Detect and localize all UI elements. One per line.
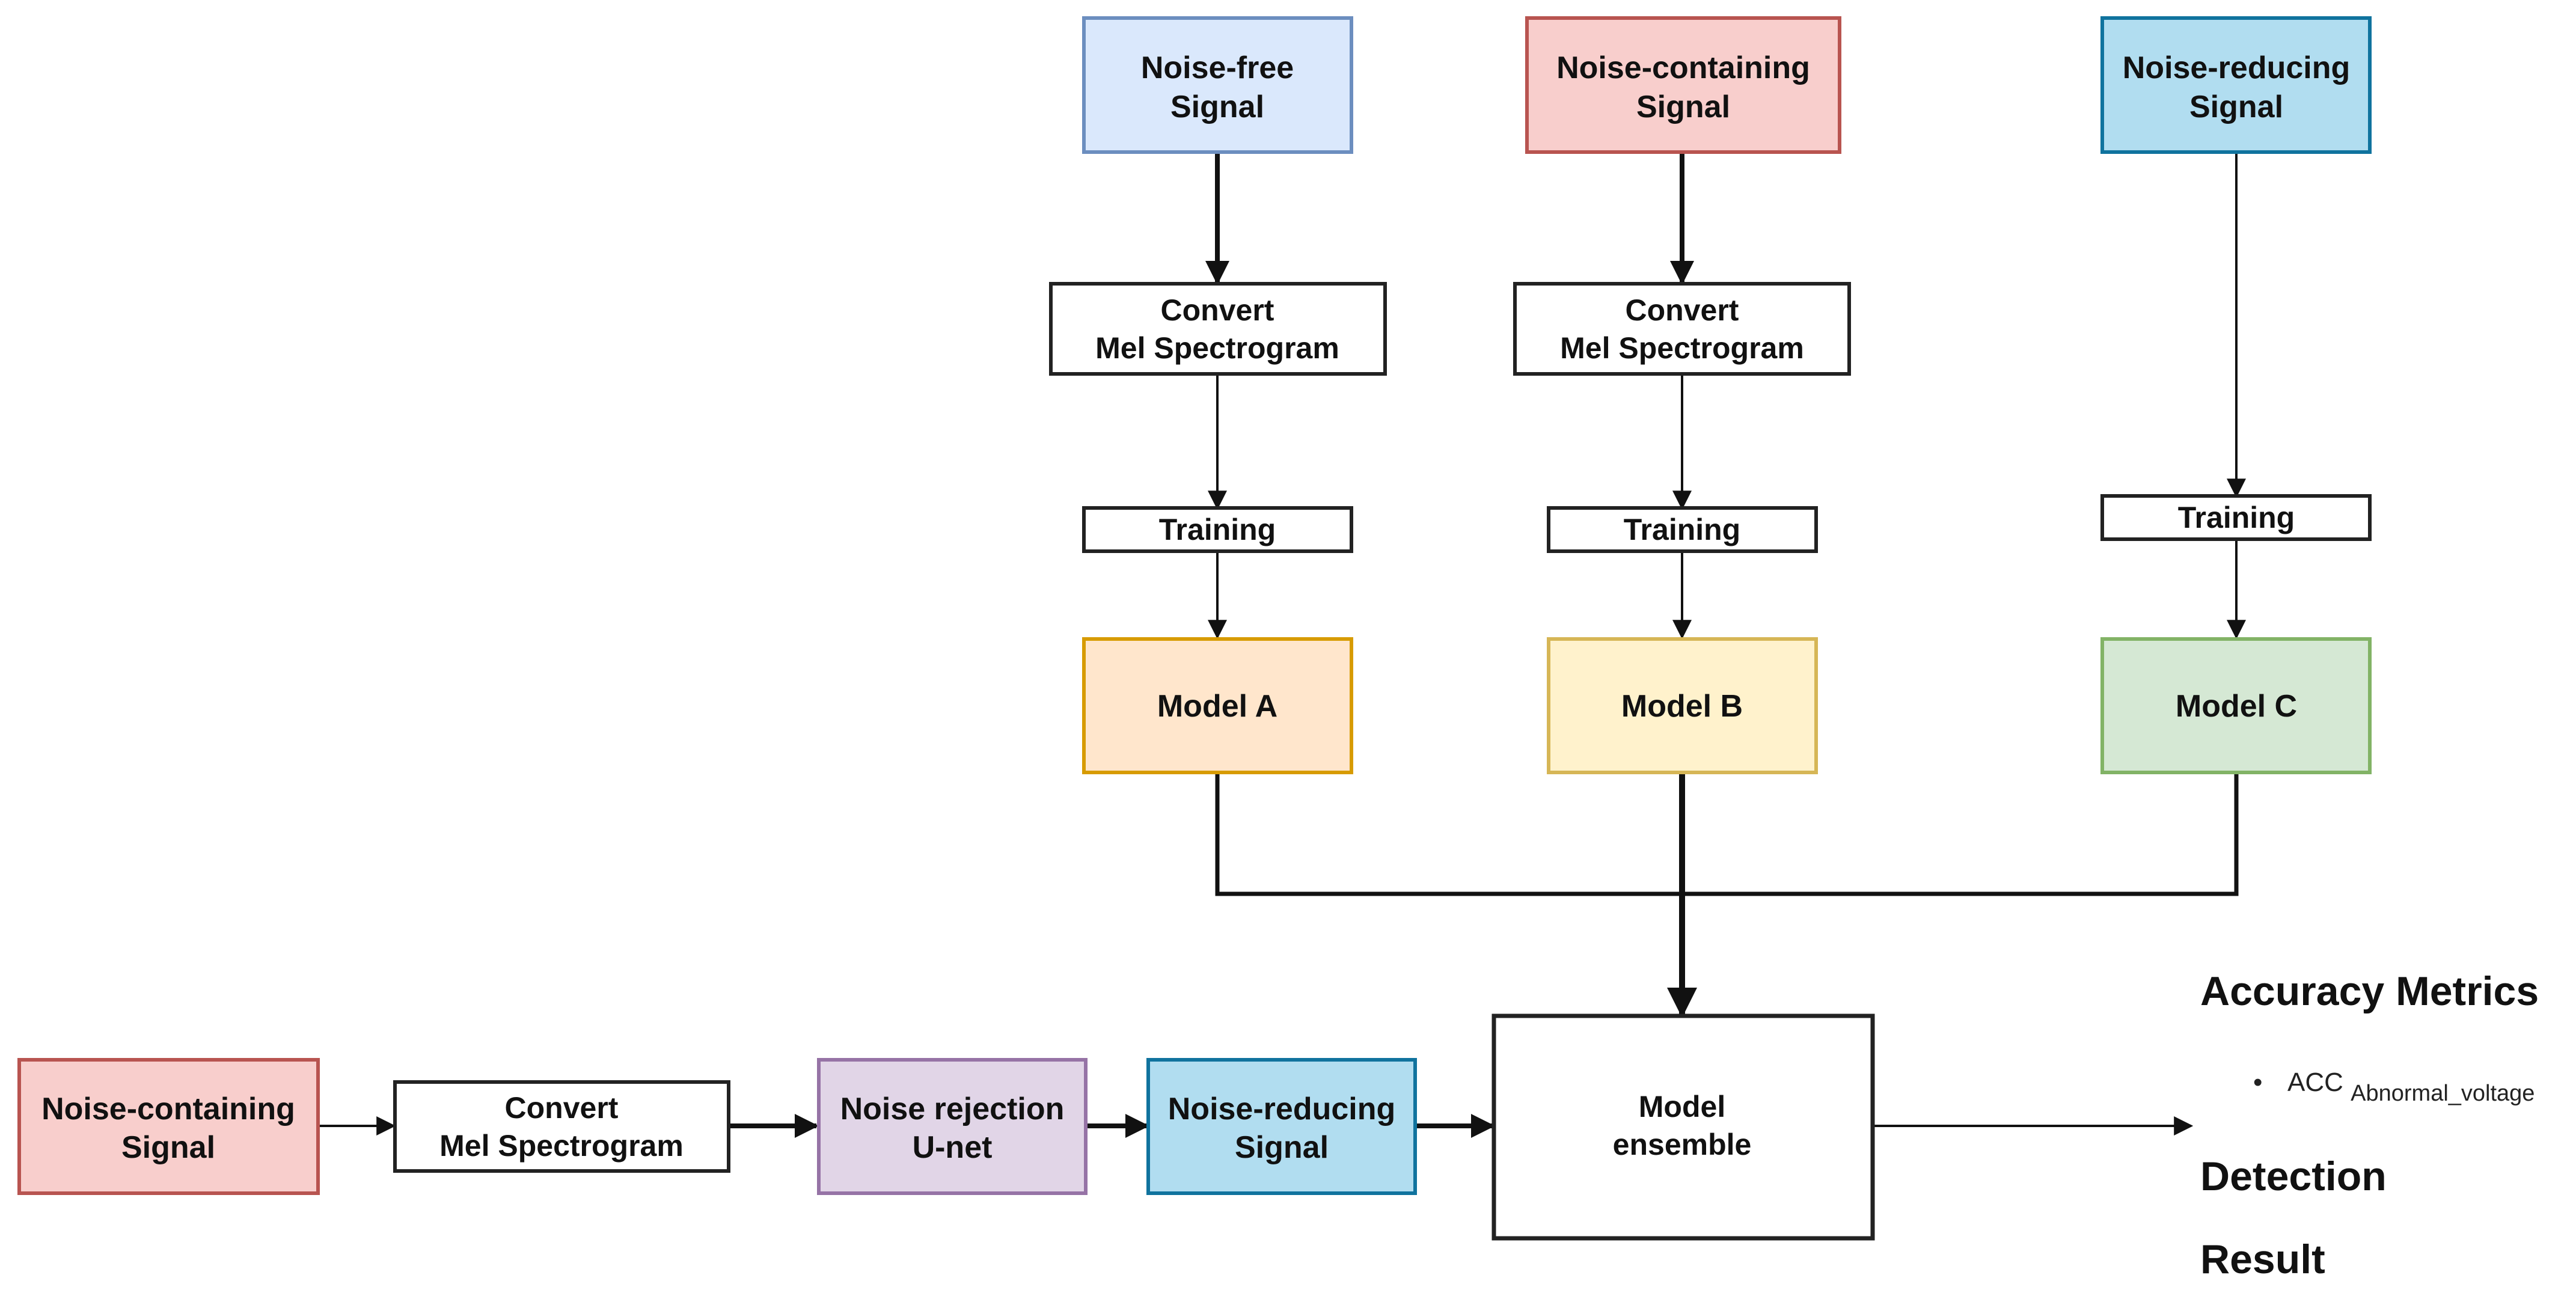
training-a-label: Training [1159,513,1276,546]
model-ensemble-label-1: Model [1639,1090,1725,1123]
training-c-rect [2100,494,2372,541]
convert-mel-a-rect [1049,282,1387,376]
branch-c: Noise-reducing Signal Training Model C [2100,16,2372,774]
model-c-box[interactable]: Model C [2100,637,2372,774]
noise-reducing-signal-bottom-label-1: Noise-reducing [1168,1092,1396,1126]
bottom-pipeline: Noise-containing Signal Convert Mel Spec… [17,1013,1875,1241]
merge-line-model-a [1215,774,1682,896]
model-a-box[interactable]: Model A [1082,637,1353,774]
branch-b: Noise-containing Signal Convert Mel Spec… [1513,16,1851,774]
noise-free-signal-label-1: Noise-free [1141,50,1294,85]
noise-containing-signal-bottom-label-1: Noise-containing [41,1092,295,1126]
detection-result-line-1: Detection [2200,1154,2387,1199]
training-c-box[interactable]: Training [2100,494,2372,541]
results-panel: Accuracy Metrics • ACC Abnormal_voltage … [2200,968,2539,1282]
noise-rejection-unet-rect [817,1058,1088,1195]
accuracy-metrics-title: Accuracy Metrics [2200,968,2539,1014]
model-b-label: Model B [1621,689,1743,724]
model-b-rect [1547,637,1818,774]
convert-mel-bottom-label-2: Mel Spectrogram [439,1129,684,1163]
model-ensemble-label-2: ensemble [1613,1128,1752,1161]
noise-containing-signal-top-label-2: Signal [1636,90,1730,124]
noise-rejection-unet-box[interactable]: Noise rejection U-net [817,1058,1088,1195]
detection-result-line-2: Result [2200,1237,2325,1282]
training-b-rect [1547,506,1818,553]
noise-reducing-signal-box-bottom[interactable]: Noise-reducing Signal [1146,1058,1417,1195]
metric-bullet: • [2253,1068,2262,1097]
noise-reducing-signal-box-top[interactable]: Noise-reducing Signal [2100,16,2372,154]
noise-reducing-signal-top-label-1: Noise-reducing [2123,50,2351,85]
noise-reducing-signal-top-label-2: Signal [2189,90,2283,124]
model-ensemble-box[interactable]: Model ensemble [1491,1013,1875,1241]
training-a-rect [1082,506,1353,553]
convert-mel-a-label-1: Convert [1161,293,1274,327]
convert-mel-b-label-1: Convert [1626,293,1739,327]
merge-line-model-c [1682,774,2239,896]
metric-acc-base-text: ACC [2287,1068,2343,1097]
noise-rejection-unet-label-1: Noise rejection [840,1092,1065,1126]
noise-free-signal-rect [1082,16,1353,154]
noise-containing-signal-top-label-1: Noise-containing [1556,50,1810,85]
convert-mel-a-box[interactable]: Convert Mel Spectrogram [1049,282,1387,376]
noise-containing-signal-box-top[interactable]: Noise-containing Signal [1525,16,1841,154]
noise-containing-signal-bottom-label-2: Signal [121,1130,215,1165]
noise-containing-signal-box-bottom[interactable]: Noise-containing Signal [17,1058,320,1195]
model-c-rect [2100,637,2372,774]
model-c-label: Model C [2176,689,2297,724]
noise-reducing-signal-bottom-label-2: Signal [1235,1130,1329,1165]
model-a-label: Model A [1157,689,1277,724]
connectors [319,154,2246,1138]
training-b-label: Training [1624,513,1740,546]
convert-mel-bottom-label-1: Convert [505,1091,619,1125]
convert-mel-b-label-2: Mel Spectrogram [1560,331,1804,365]
convert-mel-bottom-box[interactable]: Convert Mel Spectrogram [393,1080,730,1173]
metric-acc-subscript: Abnormal_voltage [2351,1081,2535,1106]
convert-mel-b-rect [1513,282,1851,376]
convert-mel-bottom-rect [393,1080,730,1173]
model-a-rect [1082,637,1353,774]
training-b-box[interactable]: Training [1547,506,1818,553]
noise-reducing-signal-bottom-rect [1146,1058,1417,1195]
model-ensemble-rect [1491,1013,1875,1241]
noise-free-signal-box[interactable]: Noise-free Signal [1082,16,1353,154]
noise-containing-signal-top-rect [1525,16,1841,154]
branch-a: Noise-free Signal Convert Mel Spectrogra… [1049,16,1387,774]
training-a-box[interactable]: Training [1082,506,1353,553]
noise-containing-signal-bottom-rect [17,1058,320,1195]
training-c-label: Training [2178,501,2295,534]
noise-reducing-signal-top-rect [2100,16,2372,154]
model-b-box[interactable]: Model B [1547,637,1818,774]
noise-free-signal-label-2: Signal [1170,90,1264,124]
metric-acc-base: ACC Abnormal_voltage [2287,1068,2535,1106]
noise-rejection-unet-label-2: U-net [913,1130,993,1165]
convert-mel-a-label-2: Mel Spectrogram [1095,331,1339,365]
convert-mel-b-box[interactable]: Convert Mel Spectrogram [1513,282,1851,376]
